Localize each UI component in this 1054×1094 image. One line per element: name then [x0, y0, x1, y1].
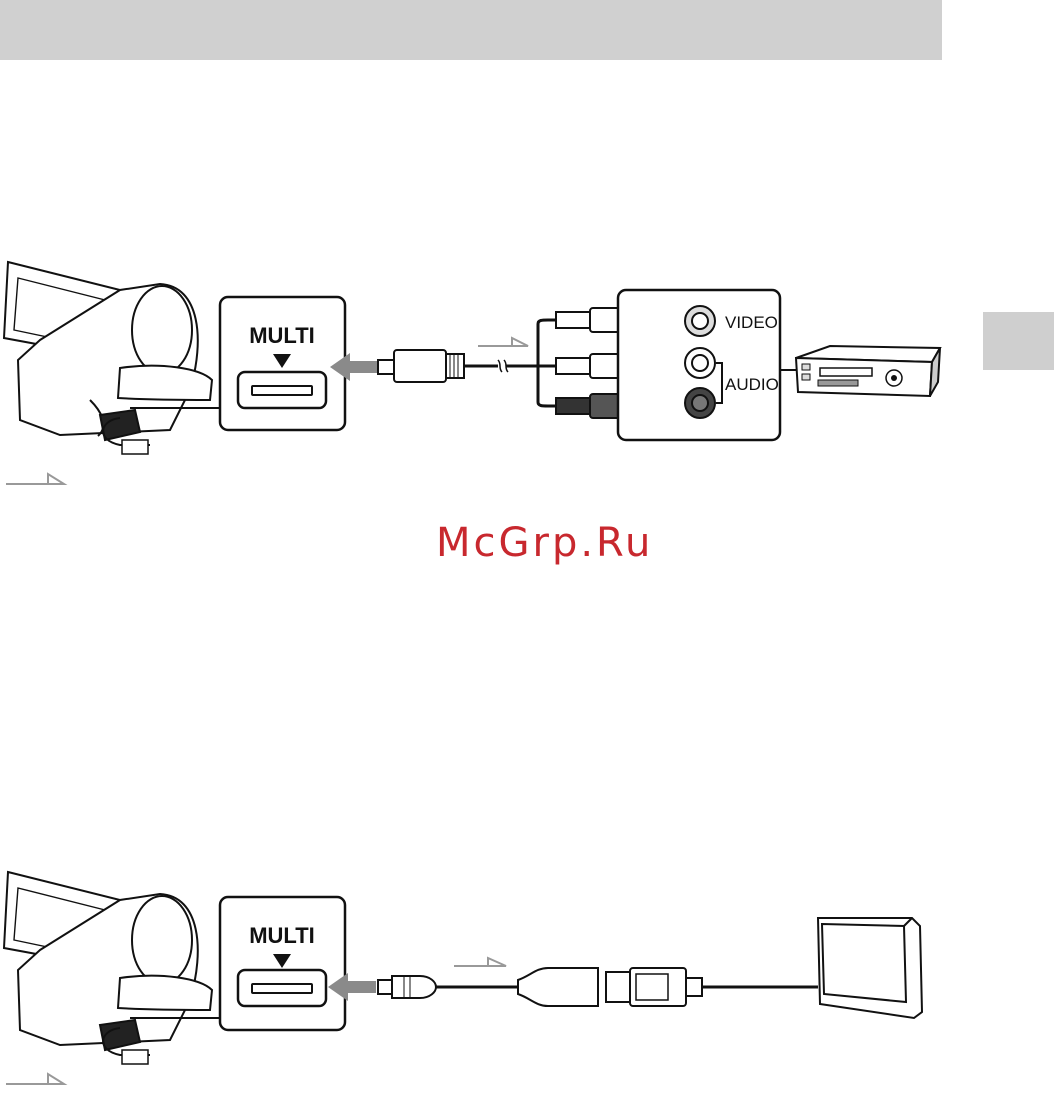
cable-end-plug [122, 440, 148, 454]
section-header-band [0, 0, 942, 60]
multi-port-label: MULTI [249, 323, 315, 348]
multi-port-callout: MULTI [220, 897, 345, 1030]
hdmi-adaptor-socket [518, 968, 598, 1006]
hdmi-adaptor-plug [378, 976, 436, 998]
hdmi-connection-diagram: MULTI [0, 860, 960, 1089]
av-cable-line [464, 320, 556, 406]
jack-panel-callout: VIDEO AUDIO [618, 290, 780, 440]
chapter-side-tab [983, 312, 1054, 370]
camcorder-illustration [4, 872, 212, 1050]
camcorder-illustration [4, 262, 212, 440]
signal-flow-arrow-icon [454, 958, 506, 966]
cable-end-plug [122, 1050, 148, 1064]
multi-port-label: MULTI [249, 923, 315, 948]
multi-port-callout: MULTI [220, 297, 345, 430]
legend-arrow-icon [6, 1074, 64, 1084]
vcr-illustration [796, 346, 940, 396]
legend-arrow-icon [6, 474, 64, 484]
signal-flow-arrow-icon [478, 338, 528, 346]
tv-illustration [818, 918, 922, 1018]
av-cable-plug [378, 350, 464, 382]
watermark-text: McGrp.Ru [436, 520, 653, 566]
audio-label: AUDIO [725, 375, 779, 394]
av-connection-diagram: MULTI [0, 250, 960, 490]
hdmi-cable-plug [606, 968, 702, 1006]
video-label: VIDEO [725, 313, 778, 332]
